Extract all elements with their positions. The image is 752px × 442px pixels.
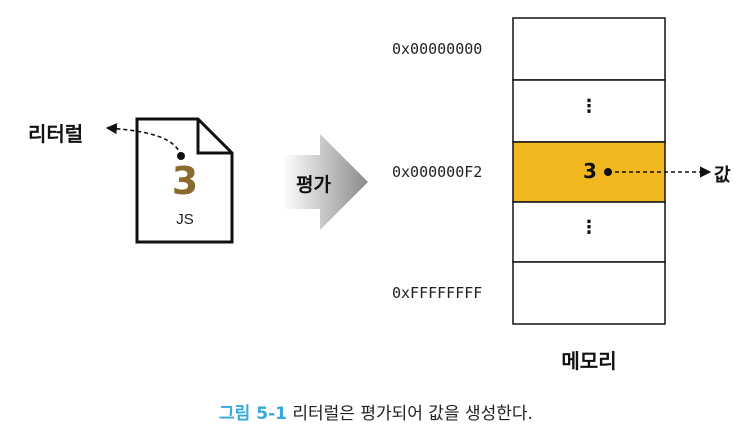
figure-number: 그림 5-1: [219, 404, 287, 424]
file-fold-corner: [196, 119, 232, 155]
memory-address-end: 0xFFFFFFFF: [392, 284, 483, 302]
literal-label: 리터럴: [28, 122, 84, 146]
literal-pointer-arrow: [105, 123, 182, 157]
memory-cell-4: [512, 261, 666, 325]
evaluate-label: 평가: [296, 174, 331, 196]
file-type-label: JS: [176, 211, 194, 228]
memory-cell-1: [512, 79, 666, 143]
memory-stored-value: 3: [583, 159, 597, 183]
memory-cell-0: [512, 17, 666, 81]
memory-address-start: 0x00000000: [392, 40, 483, 58]
memory-address-value: 0x000000F2: [392, 163, 483, 181]
js-file-icon: [135, 117, 234, 244]
memory-ellipsis-lower: ⋮: [580, 217, 598, 238]
caption-text: 리터럴은 평가되어 값을 생성한다.: [292, 404, 533, 424]
value-label: 값: [714, 165, 731, 186]
figure-caption: 그림 5-1 리터럴은 평가되어 값을 생성한다.: [0, 399, 752, 424]
evaluate-arrow: [283, 134, 368, 230]
memory-cell-3: [512, 201, 666, 263]
literal-pointer-dot: [177, 152, 185, 160]
literal-value: 3: [171, 159, 199, 203]
memory-ellipsis-upper: ⋮: [580, 96, 598, 117]
memory-title: 메모리: [561, 349, 617, 373]
